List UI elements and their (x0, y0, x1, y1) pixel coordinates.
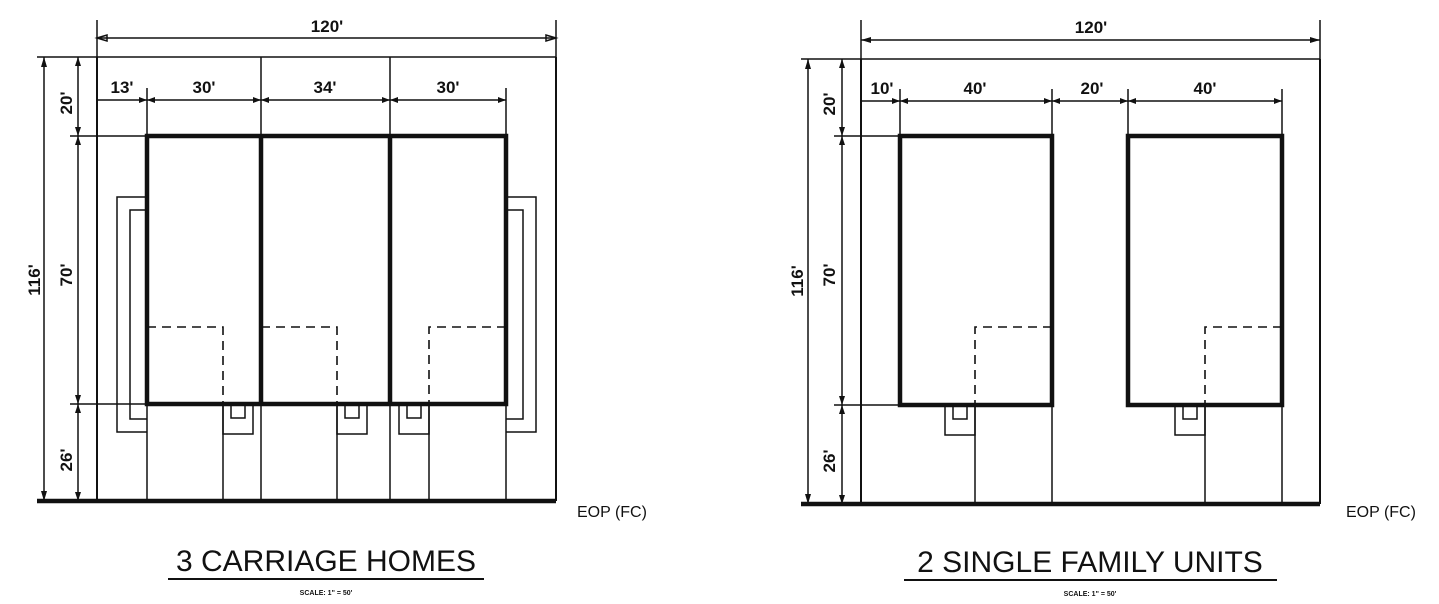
right-stoop-2 (1174, 405, 1206, 436)
right-vertical-dimensions: 116' 20' 70' 26' (788, 59, 900, 504)
left-stoop-2 (336, 404, 368, 435)
left-middle-label: 70' (57, 264, 76, 287)
right-top-dimension: 120' (860, 18, 1321, 60)
left-plan-title: 3 CARRIAGE HOMES (176, 545, 476, 578)
right-plan-title: 2 SINGLE FAMILY UNITS (917, 546, 1263, 579)
left-vertical-dimensions: 116' 20' 70' 26' (25, 57, 147, 501)
left-rear-label: 26' (57, 449, 76, 472)
right-eop-label: EOP (FC) (1346, 504, 1416, 521)
right-depth-total-label: 116' (788, 265, 807, 296)
left-building-outline (144, 133, 509, 407)
left-front-label: 20' (57, 92, 76, 115)
right-seg3-label: 20' (1081, 79, 1104, 98)
left-stoop-3 (398, 404, 430, 435)
left-seg3-label: 34' (314, 78, 337, 97)
left-garage-2 (261, 326, 338, 404)
left-total-width-label: 120' (311, 17, 343, 36)
right-total-width-label: 120' (1075, 18, 1107, 37)
right-segment-dimensions: 10' 40' 20' 40' (861, 79, 1283, 137)
left-depth-total-label: 116' (25, 264, 44, 295)
right-seg4-label: 40' (1194, 79, 1217, 98)
left-seg4-label: 30' (437, 78, 460, 97)
right-middle-label: 70' (820, 264, 839, 287)
right-garage-1 (974, 326, 1052, 405)
left-seg2-label: 30' (193, 78, 216, 97)
right-seg1-label: 10' (871, 79, 894, 98)
left-stoop-1 (222, 404, 254, 435)
left-driveway-east (506, 196, 537, 433)
left-segment-dimensions: 13' 30' 34' 30' (97, 78, 507, 137)
left-top-dimension: 120' (94, 17, 559, 60)
left-eop-label: EOP (FC) (577, 504, 647, 521)
right-building-2 (1125, 133, 1285, 408)
left-seg1-label: 13' (111, 78, 134, 97)
right-garage-2 (1204, 326, 1282, 405)
left-scale-label: SCALE: 1" = 50' (300, 590, 353, 597)
left-plan: 120' 13' 30' 34' 30' 116' (25, 17, 647, 597)
right-scale-label: SCALE: 1" = 50' (1064, 591, 1117, 598)
right-rear-label: 26' (820, 450, 839, 473)
left-driveway-west (116, 196, 147, 433)
right-stoop-1 (944, 405, 976, 436)
left-garage-1 (147, 326, 224, 404)
right-front-label: 20' (820, 93, 839, 116)
right-seg2-label: 40' (964, 79, 987, 98)
right-building-1 (897, 133, 1055, 408)
right-plan: 120' 10' 40' 20' 40' 116' (788, 18, 1416, 598)
left-garage-3 (428, 326, 506, 404)
